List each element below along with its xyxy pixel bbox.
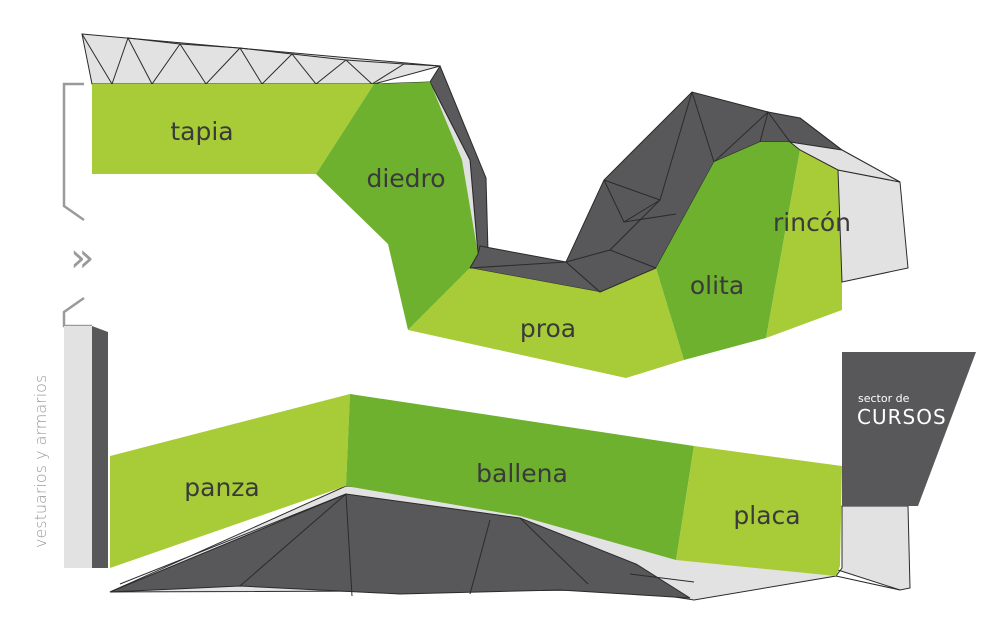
sector-rincon[interactable]: [766, 150, 842, 338]
upper-wall: [92, 82, 909, 378]
sector-labels: tapia diedro proa olita rincón panza bal…: [170, 117, 947, 530]
sector-tapia[interactable]: [92, 84, 374, 174]
label-cursos-small: sector de: [858, 392, 910, 405]
vestuarios-block: [64, 326, 108, 568]
label-rincon: rincón: [773, 208, 851, 237]
sector-placa[interactable]: [676, 446, 842, 576]
label-proa: proa: [520, 314, 576, 343]
sector-diedro[interactable]: [316, 82, 478, 330]
sector-panza[interactable]: [110, 394, 350, 568]
label-diedro: diedro: [366, 164, 445, 193]
top-wall-strip: [81, 33, 489, 255]
sector-cursos[interactable]: [842, 352, 976, 506]
label-tapia: tapia: [170, 117, 233, 146]
entrance-guide: [62, 82, 92, 328]
lower-wall: [109, 352, 976, 601]
sector-olita[interactable]: [656, 142, 800, 360]
sector-proa[interactable]: [408, 268, 684, 378]
side-label: vestuarios y armarios: [31, 375, 50, 548]
label-ballena: ballena: [476, 459, 568, 488]
label-placa: placa: [733, 501, 800, 530]
label-panza: panza: [184, 473, 259, 502]
double-chevron-right-icon: »: [70, 235, 94, 281]
label-olita: olita: [690, 271, 744, 300]
sector-ballena[interactable]: [346, 394, 694, 560]
label-cursos-big: CURSOS: [857, 405, 947, 429]
